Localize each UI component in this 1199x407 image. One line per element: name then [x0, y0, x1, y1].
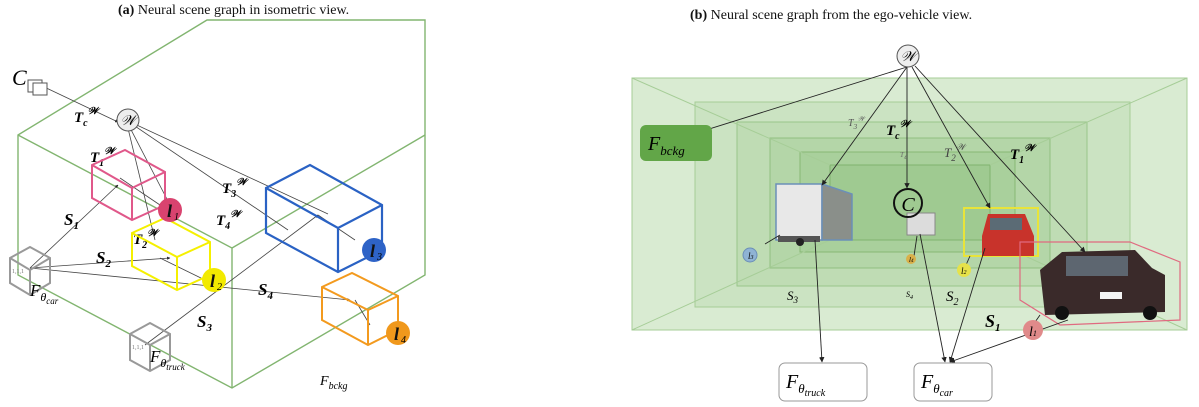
latent-node-4: l 4 [386, 321, 410, 346]
red-car-object [963, 207, 1039, 257]
svg-text:4: 4 [401, 335, 406, 346]
svg-text:C: C [901, 194, 915, 216]
svg-text:1,1,1: 1,1,1 [12, 269, 24, 275]
svg-text:S4: S4 [906, 290, 913, 301]
svg-text:l: l [370, 241, 375, 261]
svg-text:l1: l1 [1029, 325, 1037, 340]
svg-text:2: 2 [217, 282, 222, 293]
svg-text:T2𝒲: T2𝒲 [133, 228, 160, 251]
svg-text:1,1,1: 1,1,1 [132, 345, 144, 351]
transform-labels: Tc𝒲 T1𝒲 T2𝒲 T3𝒲 T4𝒲 [74, 106, 249, 251]
f-theta-truck-box: Fθtruck [778, 362, 868, 402]
world-node-b: 𝒲 [896, 44, 920, 68]
latent-node-3: l 3 [362, 238, 386, 263]
svg-text:Tc𝒲: Tc𝒲 [74, 106, 101, 129]
background-box [17, 19, 426, 389]
latent-node-b-1: l1 [1023, 320, 1043, 340]
f-bckg-box: Fbckg [640, 125, 712, 161]
panel-b-ego-view: 𝒲 C T3𝒲 Tc𝒲 T4 T2𝒲 T1𝒲 l3 l4 l2 [631, 44, 1188, 402]
front-car-object [1019, 241, 1181, 326]
svg-text:S2: S2 [96, 248, 111, 270]
caption-b-text: Neural scene graph from the ego-vehicle … [710, 8, 973, 23]
svg-text:S4: S4 [258, 280, 273, 302]
caption-a-text: Neural scene graph in isometric view. [137, 3, 350, 18]
svg-text:l: l [394, 324, 399, 344]
latent-node-b-4: l4 [906, 254, 916, 264]
f-bckg-label-a: Fbckg [319, 374, 347, 392]
caption-a: (a) Neural scene graph in isometric view… [118, 3, 349, 19]
svg-text:𝒲: 𝒲 [901, 50, 919, 65]
world-arrows [689, 65, 1086, 253]
svg-text:l4: l4 [909, 256, 914, 264]
svg-text:T4𝒲: T4𝒲 [216, 209, 243, 232]
camera-node-b: C [893, 188, 923, 218]
small-car-object [906, 212, 936, 236]
latent-node-2: l 2 [202, 268, 226, 293]
car-unit-cube: 1,1,1 [9, 245, 51, 297]
svg-text:l: l [167, 201, 172, 221]
f-theta-car-box: Fθcar [913, 362, 993, 402]
connector-lines [29, 84, 371, 346]
svg-text:l3: l3 [748, 251, 754, 261]
world-label: 𝒲 [121, 114, 139, 129]
function-arrows [764, 233, 1069, 363]
latent-node-b-3: l3 [742, 247, 758, 263]
svg-text:T4: T4 [900, 151, 907, 161]
svg-text:l2: l2 [961, 266, 967, 276]
camera-icon [27, 79, 48, 96]
truck-unit-cube: 1,1,1 [129, 321, 171, 373]
caption-b: (b) Neural scene graph from the ego-vehi… [690, 8, 972, 24]
truck-object [775, 182, 853, 246]
camera-label: C [12, 65, 27, 90]
caption-b-tag: (b) [690, 8, 708, 23]
world-node: 𝒲 [116, 108, 140, 132]
panel-a-isometric: C 𝒲 Tc𝒲 T1𝒲 T2𝒲 T3𝒲 T4𝒲 [9, 19, 426, 392]
svg-text:S3: S3 [787, 288, 799, 305]
svg-text:S1: S1 [64, 210, 79, 232]
caption-a-tag: (a) [118, 3, 135, 18]
svg-text:T3𝒲: T3𝒲 [222, 177, 249, 200]
svg-text:S3: S3 [197, 312, 212, 334]
svg-text:T1𝒲: T1𝒲 [90, 146, 117, 169]
svg-text:3: 3 [376, 252, 382, 263]
svg-text:l: l [210, 271, 215, 291]
latent-node-b-2: l2 [957, 263, 971, 277]
latent-node-1: l 1 [158, 198, 182, 223]
svg-text:1: 1 [174, 212, 179, 223]
object-box-1 [91, 148, 166, 222]
